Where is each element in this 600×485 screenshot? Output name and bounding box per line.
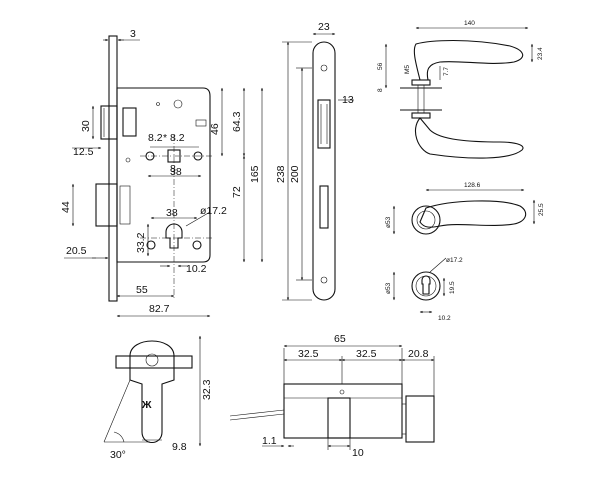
- dim-cyl-30deg: 30°: [110, 449, 126, 461]
- dim-cyl-32-3: 32.3: [201, 379, 213, 400]
- dim-cyl-33-2: 33.2: [135, 232, 147, 253]
- dim-handle-8: 8: [377, 88, 384, 92]
- dim-handle-7-7: 7.7: [443, 67, 450, 76]
- dim-case-82-7: 82.7: [149, 303, 170, 315]
- escutcheon-view: ø17.2 ø53 19.5 10.2: [385, 257, 463, 322]
- dim-cyl-10: 10: [352, 447, 364, 459]
- escutcheon-keyhole: [421, 275, 431, 295]
- faceplate-latch-slot: [317, 99, 331, 149]
- dim-latch-offset: 12.5: [73, 146, 94, 158]
- dim-escutcheon-53: ø53: [385, 282, 392, 294]
- dim-cyl-38: 38: [166, 207, 178, 219]
- handle-top-view: 140 23.4 56 M5 7.7 8: [377, 20, 544, 159]
- lockcase-body: [116, 87, 211, 263]
- escutcheon-rose: [411, 271, 441, 301]
- cylinder-cam: [327, 397, 351, 439]
- latch-inner: [122, 107, 137, 137]
- latch-bolt: [100, 105, 118, 140]
- faceplate-bolt-slot: [319, 185, 329, 229]
- lockcase-front-view: 3 30 12.5 8.2 * 8.2 8 38 46 64.3 72 165 …: [60, 28, 264, 318]
- dim-cyl-32-5-left: 32.5: [298, 348, 319, 360]
- dim-cyl-diameter: ø17.2: [200, 205, 227, 217]
- dim-bolt-44: 44: [60, 201, 72, 213]
- cylinder-body: [283, 383, 403, 439]
- dim-cyl-1-1: 1.1: [262, 435, 277, 447]
- dim-spindle-8-2-left: 8.2: [148, 132, 163, 144]
- dim-escutcheon-17-2: ø17.2: [446, 257, 463, 264]
- dim-handle-m5: M5: [404, 65, 411, 74]
- dim-faceplate-238: 238: [275, 165, 287, 183]
- dim-46: 46: [209, 123, 221, 135]
- dim-faceplate-23: 23: [318, 21, 330, 33]
- cylinder-cutout: [165, 223, 183, 249]
- cylinder-side-view: 65 32.5 32.5 20.8 1.1 10: [229, 333, 435, 459]
- dim-cyl-9-8: 9.8: [172, 441, 187, 453]
- dim-handle-128-6: 128.6: [464, 182, 481, 189]
- faceplate-outline: [312, 41, 336, 301]
- cylinder-profile: [129, 340, 175, 444]
- dim-cyl-65: 65: [334, 333, 346, 345]
- dim-latch-height: 30: [80, 120, 92, 132]
- forend-strip: [108, 35, 118, 302]
- dim-bolt-throw: 20.5: [66, 245, 87, 257]
- dim-cyl-slot: 10.2: [186, 263, 207, 275]
- dim-handle-56: 56: [377, 62, 384, 70]
- handle-rose: [411, 205, 441, 235]
- cylinder-knob: [405, 395, 435, 443]
- dim-backset-55: 55: [136, 284, 148, 296]
- cylinder-mount-plate: [115, 355, 193, 369]
- dim-165: 165: [249, 165, 261, 183]
- cylinder-end-view: Ж 32.3 9.8 30°: [103, 335, 213, 461]
- deadbolt: [95, 183, 118, 227]
- dim-spindle-8: 8: [170, 163, 176, 175]
- svg-text:*: *: [163, 132, 167, 144]
- handle-front-view: 128.6 25.5 ø53: [385, 182, 545, 235]
- dim-escutcheon-19-5: 19.5: [449, 281, 456, 294]
- dim-cyl-32-5-right: 32.5: [356, 348, 377, 360]
- dim-plate-3: 3: [130, 28, 136, 40]
- dim-handle-25-5: 25.5: [538, 203, 545, 216]
- dim-handle-140: 140: [464, 20, 475, 27]
- dim-cyl-20-8: 20.8: [408, 348, 429, 360]
- handle-front-lever: [419, 200, 527, 228]
- handle-bottom-lever: [415, 117, 524, 159]
- dim-handle-rose-53: ø53: [385, 216, 392, 228]
- dim-faceplate-13: 13: [342, 94, 354, 106]
- dim-spindle-38: 38: [170, 166, 182, 178]
- dim-escutcheon-10-2: 10.2: [438, 315, 451, 322]
- dim-72: 72: [231, 186, 243, 198]
- brand-mark: Ж: [141, 399, 152, 411]
- dim-handle-23-4: 23.4: [537, 47, 544, 60]
- dim-faceplate-200: 200: [289, 165, 301, 183]
- dim-64-3: 64.3: [231, 111, 243, 132]
- dim-spindle-8-2-right: 8.2: [170, 132, 185, 144]
- faceplate-view: 23 13 238 200: [275, 21, 354, 301]
- handle-top-lever: [413, 39, 524, 81]
